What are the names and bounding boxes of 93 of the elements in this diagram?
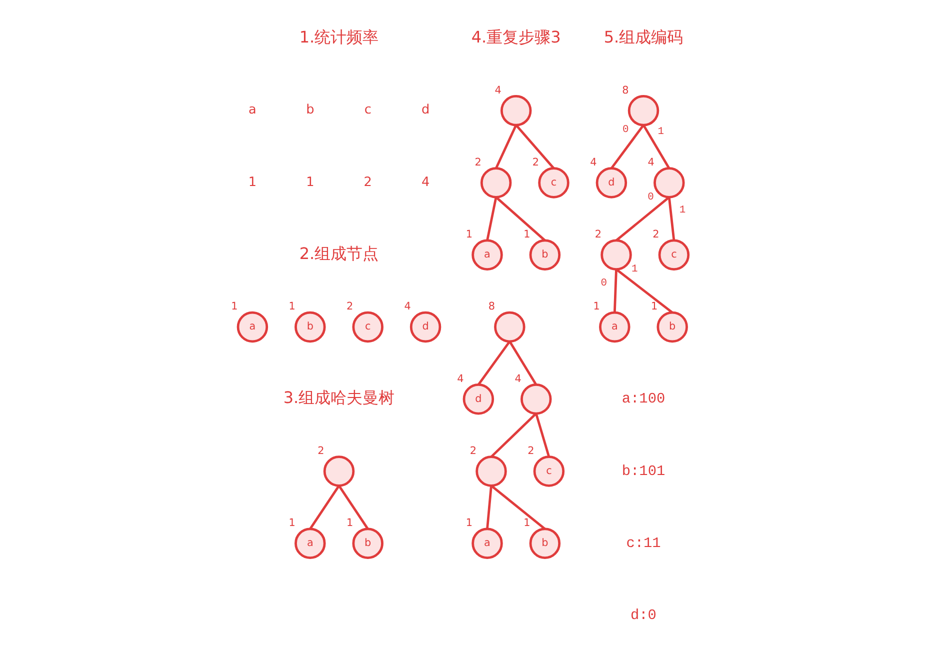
- node-label: 1: [465, 228, 472, 241]
- connector: [490, 484, 546, 530]
- node-circle: [520, 384, 552, 415]
- label: c: [364, 102, 371, 118]
- node-circle: b: [656, 311, 688, 343]
- edge-label: 1: [678, 204, 686, 217]
- node-circle: [600, 239, 632, 270]
- node-circle: b: [528, 239, 560, 270]
- label: d:0: [630, 608, 656, 624]
- node-label: 4: [514, 372, 521, 385]
- node-label: 2: [346, 300, 353, 313]
- node-label: 2: [474, 156, 481, 168]
- label: a:100: [621, 392, 665, 408]
- node-circle: [500, 95, 532, 126]
- node-circle: d: [595, 167, 627, 198]
- node-circle: a: [471, 239, 502, 270]
- connector: [615, 268, 673, 314]
- node-label: 2: [594, 228, 602, 241]
- node-circle: b: [528, 528, 560, 559]
- node-label: 2: [652, 228, 659, 241]
- node-label: 4: [494, 84, 501, 96]
- connector: [534, 413, 550, 458]
- node-circle: d: [462, 384, 494, 415]
- node-label: 8: [622, 84, 628, 96]
- node-circle: [475, 456, 506, 487]
- node-label: 2: [317, 444, 324, 457]
- connector: [494, 124, 517, 169]
- label: 4: [420, 174, 430, 190]
- node-label: 1: [465, 517, 472, 530]
- connector: [514, 124, 554, 170]
- label: 1: [306, 174, 314, 190]
- node-circle: b: [352, 528, 383, 559]
- connector: [476, 340, 510, 386]
- node-label: 4: [404, 300, 410, 313]
- edge-label: 1: [657, 126, 664, 138]
- connector: [490, 412, 536, 458]
- node-circle: a: [598, 311, 630, 343]
- node-circle: [322, 456, 354, 487]
- node-circle: c: [532, 456, 564, 487]
- label: 5.组成编码: [603, 28, 683, 47]
- node-circle: c: [658, 239, 690, 270]
- connector: [610, 124, 644, 170]
- node-label: 1: [523, 517, 530, 530]
- node-label: 1: [230, 300, 238, 313]
- label: b:101: [621, 464, 665, 480]
- edge-label: 0: [600, 278, 607, 290]
- node-label: 1: [288, 300, 295, 313]
- node-circle: [480, 167, 512, 198]
- label: a: [248, 102, 256, 118]
- node-circle: a: [236, 311, 268, 343]
- node-circle: c: [352, 311, 383, 343]
- edge-label: 0: [622, 124, 628, 136]
- connector: [486, 196, 497, 241]
- connector: [612, 269, 617, 313]
- node-label: 2: [469, 444, 476, 457]
- connector: [614, 196, 670, 242]
- node-label: 1: [592, 300, 600, 313]
- connector: [494, 196, 546, 242]
- label: 3.组成哈夫曼树: [282, 388, 394, 408]
- node-circle: [494, 311, 525, 343]
- edge-label: 0: [647, 192, 654, 204]
- label: c:11: [626, 536, 660, 552]
- connector: [338, 485, 368, 530]
- node-label: 8: [488, 300, 494, 313]
- label: 1: [248, 174, 256, 190]
- node-circle: a: [471, 528, 502, 559]
- label: 4.重复步骤3: [470, 28, 560, 47]
- node-circle: a: [294, 528, 326, 559]
- edge-label: 1: [631, 263, 638, 276]
- node-label: 4: [456, 372, 464, 385]
- node-label: 4: [647, 156, 654, 168]
- label: 1.统计频率: [298, 28, 378, 47]
- node-circle: c: [538, 167, 569, 198]
- node-label: 2: [532, 156, 539, 168]
- connector: [486, 486, 492, 530]
- node-circle: b: [294, 311, 326, 343]
- node-label: 2: [527, 444, 534, 457]
- connector: [667, 197, 675, 241]
- node-circle: [653, 167, 684, 198]
- connector: [308, 485, 340, 530]
- node-label: 1: [288, 517, 295, 530]
- connector: [642, 124, 670, 169]
- label: d: [420, 102, 430, 118]
- node-circle: d: [409, 311, 441, 343]
- node-circle: [627, 95, 659, 126]
- label: b: [306, 102, 314, 118]
- node-label: 1: [523, 228, 530, 241]
- node-label: 1: [346, 517, 353, 530]
- node-label: 4: [590, 156, 596, 168]
- node-label: 1: [650, 300, 658, 313]
- label: 2: [363, 174, 372, 190]
- connector: [508, 340, 537, 386]
- label: 2.组成节点: [298, 244, 378, 263]
